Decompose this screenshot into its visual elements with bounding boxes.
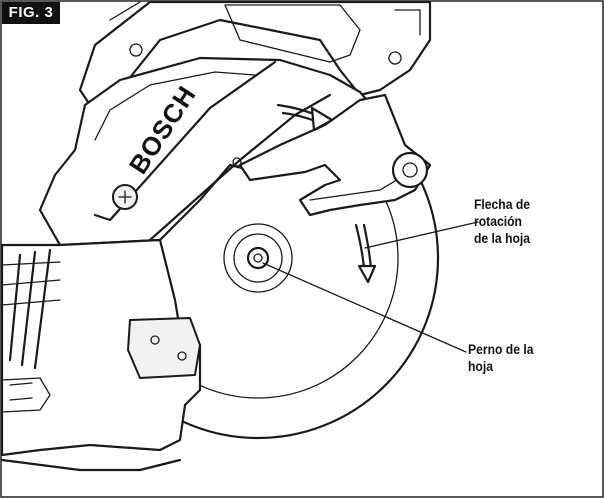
screw-a-icon <box>150 335 160 345</box>
saw-base-left <box>0 238 202 472</box>
callout-bolt-line-1: Perno de la <box>468 342 534 357</box>
blade-bolt <box>223 223 293 293</box>
callout-rotation-line-2: rotación <box>474 214 522 229</box>
leader-line-bolt <box>262 262 467 353</box>
upper-arm <box>78 0 432 122</box>
callout-rotation-line-1: Flecha de <box>474 197 531 212</box>
rotation-arrow-top-icon <box>276 103 334 132</box>
rotation-arrow-side-icon <box>354 223 377 284</box>
callout-bolt-line-2: hoja <box>468 359 493 374</box>
callout-rotation-line-3: de la hoja <box>474 231 531 246</box>
hex-bolt-right-icon <box>388 51 402 65</box>
blade-guard: BOSCH <box>38 56 377 247</box>
callout-rotation-arrow: Flecha de rotación de la hoja <box>474 196 530 247</box>
guard-roller <box>391 151 429 189</box>
screw-b-icon <box>177 351 187 361</box>
lower-guard <box>232 93 432 217</box>
hex-bolt-left-icon <box>129 43 143 57</box>
figure-label: FIG. 3 <box>2 2 60 24</box>
leader-line-rotation <box>364 221 479 249</box>
guard-pivot-icon <box>232 157 242 167</box>
callout-blade-bolt: Perno de la hoja <box>468 341 534 375</box>
